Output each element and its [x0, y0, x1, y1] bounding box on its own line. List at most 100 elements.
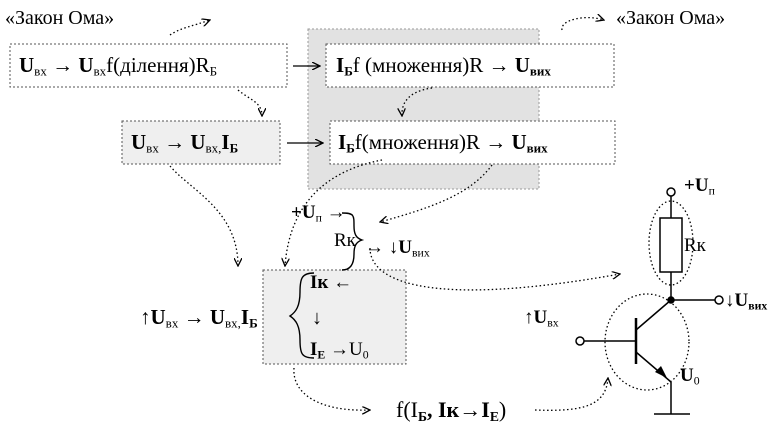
supply-u: +U [291, 202, 316, 223]
i-b-sub: Б [346, 140, 355, 156]
circuit-emitter-u: U [680, 365, 694, 386]
brace-left [288, 272, 315, 359]
input-terminal [575, 336, 585, 346]
arrow-current-to-block [169, 165, 238, 266]
u-in-2: U [78, 53, 94, 77]
ik-text: Iк [310, 272, 329, 293]
emitter-arrow [655, 366, 667, 378]
u-in: U [19, 53, 35, 77]
arrow-mult-to-mult [402, 87, 433, 116]
func-suffix: ) [498, 397, 507, 422]
box-current [121, 120, 281, 165]
i-b: I [240, 305, 250, 329]
circuit-output-sub: вих [748, 299, 768, 313]
division-func: f(ділення)R [106, 53, 210, 77]
u-in-2-sub: вх [93, 63, 107, 79]
arrow-mult-to-rk [380, 164, 493, 222]
u-out-sub: вих [526, 140, 548, 156]
arrow-function-to-circuit [534, 378, 608, 411]
arrow-block-to-function [293, 367, 370, 410]
arrow-division-to-current [237, 89, 262, 116]
down-arrow: ↓ [312, 307, 322, 329]
circuit-supply: +U [684, 175, 709, 196]
box-transistor-currents [262, 269, 407, 365]
multiplication-formula-bottom: IБf(множення)R → Uвих [338, 130, 548, 156]
i-b: I [336, 53, 345, 77]
arrow: → [52, 53, 74, 77]
i-b-sub: Б [249, 315, 258, 331]
ie-label: IЕ →U0 [310, 339, 369, 362]
circuit-resistor-label: Rк [684, 235, 706, 256]
circuit-supply-label: +Uп [684, 175, 715, 198]
brace-top [341, 212, 365, 271]
supply-arrow: → [326, 202, 346, 223]
supply-label: +Uп → [291, 202, 346, 225]
circuit-emitter-sub: 0 [693, 374, 700, 388]
output-sub: вих [411, 246, 430, 260]
i-b: I [221, 130, 230, 154]
mult-func: f(множення)R → [354, 130, 507, 154]
supply-sub: п [315, 211, 322, 225]
ik-label: Iк ← [310, 273, 352, 292]
u-in: U [209, 305, 225, 329]
ohm-law-label-left: «Закон Ома» [5, 7, 115, 29]
box-multiplication-bottom [329, 120, 616, 165]
rk-label: Rк [334, 230, 356, 251]
division-formula: Uвх → Uвхf(ділення)RБ [19, 53, 218, 79]
resistor [659, 217, 683, 273]
input-sub: вх [165, 315, 179, 331]
ie-sub: Е [317, 348, 326, 362]
arrow: → [164, 130, 186, 154]
func-ie-sub: Е [489, 408, 499, 424]
circuit-input-label: ↑Uвх [524, 307, 559, 330]
function-label: f(IБ, Iк→IЕ) [396, 397, 507, 424]
u-out: U [511, 130, 527, 154]
i-b-sub: Б [344, 63, 353, 79]
func-ib-sub: Б [417, 408, 427, 424]
arrow-ohm-left [169, 20, 210, 36]
arrow-block-to-circuit [369, 247, 620, 291]
box-division [9, 43, 288, 88]
func-sep: , Iк→I [427, 397, 490, 422]
output-terminal [714, 295, 724, 305]
mult-func: f (множення)R → [352, 53, 510, 77]
u-in-sub: вх [34, 63, 47, 79]
u-in: U [131, 130, 147, 154]
circuit-supply-sub: п [708, 184, 715, 198]
circuit-output-label: ↓Uвих [725, 290, 768, 313]
input-prefix: ↑U [140, 305, 166, 329]
ie-arrow: →U [330, 339, 363, 360]
u-in-2: U [190, 130, 206, 154]
circuit-output: ↓U [725, 290, 749, 311]
circuit-input: ↑U [524, 307, 548, 328]
u-in-2-sub: вх, [205, 140, 222, 156]
ohm-law-label-right: «Закон Ома» [616, 7, 726, 29]
output-text: → ↓U [365, 237, 412, 258]
func-prefix: f(I [396, 397, 418, 422]
box-multiplication-top [325, 43, 615, 88]
resistor-outline [648, 200, 694, 286]
transistor-circuit [575, 187, 724, 415]
u-in-sub: вх [146, 140, 159, 156]
circuit-emitter-label: U0 [680, 365, 700, 388]
input-chain-label: ↑Uвх → Uвх,IБ [140, 305, 258, 331]
i-b-sub: Б [229, 140, 239, 156]
ik-arrow: ← [333, 272, 353, 293]
supply-terminal [666, 187, 676, 197]
input-arrow: → [183, 305, 205, 329]
u-out: U [514, 53, 530, 77]
i-b: I [338, 130, 347, 154]
u-in-sub: вх, [225, 315, 241, 331]
current-formula: Uвх → Uвх,IБ [131, 130, 239, 156]
transistor-outline [604, 293, 690, 391]
multiplication-formula-top: IБf (множення)R → Uвих [336, 53, 551, 79]
circuit-input-sub: вх [547, 316, 559, 330]
output-label: → ↓Uвих [365, 237, 430, 260]
ie-text: I [310, 339, 318, 360]
u-out-sub: вих [529, 63, 551, 79]
arrow-ohm-right [561, 18, 604, 31]
ie-u0-sub: 0 [362, 348, 369, 362]
rb-sub: Б [209, 63, 218, 79]
